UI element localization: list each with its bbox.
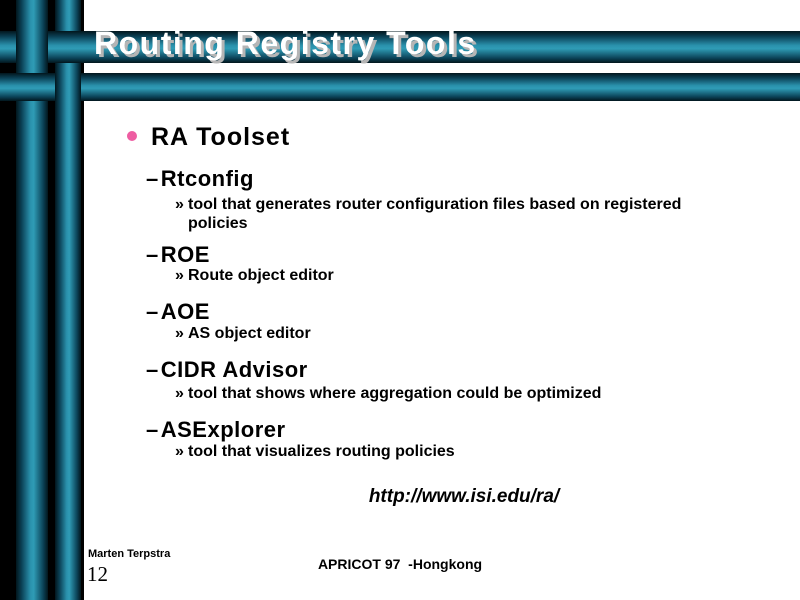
section-heading-roe: –ROE bbox=[146, 242, 210, 267]
title-bar bbox=[0, 31, 800, 63]
section-heading-label: Rtconfig bbox=[160, 166, 254, 191]
dash-marker: – bbox=[146, 299, 159, 324]
guillemet-marker: » bbox=[175, 385, 184, 402]
guillemet-marker: » bbox=[175, 325, 184, 342]
section-detail-text: tool that generates router configuration… bbox=[188, 196, 682, 232]
guillemet-marker: » bbox=[175, 196, 184, 213]
section-detail-cidr-advisor: »tool that shows where aggregation could… bbox=[175, 384, 800, 403]
section-heading-label: ASExplorer bbox=[160, 417, 286, 442]
slide-title: Routing Registry Tools bbox=[94, 25, 477, 61]
section-heading-rtconfig: –Rtconfig bbox=[146, 166, 254, 191]
section-heading-label: ROE bbox=[160, 242, 210, 267]
section-heading-aoe: –AOE bbox=[146, 299, 210, 324]
dash-marker: – bbox=[146, 242, 159, 267]
guillemet-marker: » bbox=[175, 267, 184, 284]
footer-event: APRICOT 97 -Hongkong bbox=[317, 556, 483, 572]
url-text: http://www.isi.edu/ra/ bbox=[368, 486, 560, 507]
vertical-tube-2-overlay bbox=[55, 63, 81, 600]
section-heading-asexplorer: –ASExplorer bbox=[146, 417, 286, 442]
section-heading-label: CIDR Advisor bbox=[160, 357, 308, 382]
section-detail-roe: »Route object editor bbox=[175, 266, 800, 285]
toolset-heading: RA Toolset bbox=[151, 123, 291, 151]
dash-marker: – bbox=[146, 166, 159, 191]
accent-bar bbox=[0, 73, 800, 101]
section-heading-cidr-advisor: –CIDR Advisor bbox=[146, 357, 308, 382]
section-detail-text: tool that visualizes routing policies bbox=[188, 443, 455, 460]
section-heading-label: AOE bbox=[160, 299, 210, 324]
section-detail-text: tool that shows where aggregation could … bbox=[188, 385, 602, 402]
footer-author: Marten Terpstra bbox=[88, 548, 171, 560]
section-detail-text: Route object editor bbox=[188, 267, 334, 284]
bullet-icon bbox=[127, 131, 137, 141]
section-detail-aoe: »AS object editor bbox=[175, 324, 800, 343]
dash-marker: – bbox=[146, 357, 159, 382]
section-detail-asexplorer: »tool that visualizes routing policies bbox=[175, 442, 800, 461]
slide-number: 12 bbox=[87, 562, 108, 586]
section-detail-rtconfig: »tool that generates router configuratio… bbox=[175, 195, 800, 233]
dash-marker: – bbox=[146, 417, 159, 442]
section-detail-text: AS object editor bbox=[188, 325, 311, 342]
guillemet-marker: » bbox=[175, 443, 184, 460]
